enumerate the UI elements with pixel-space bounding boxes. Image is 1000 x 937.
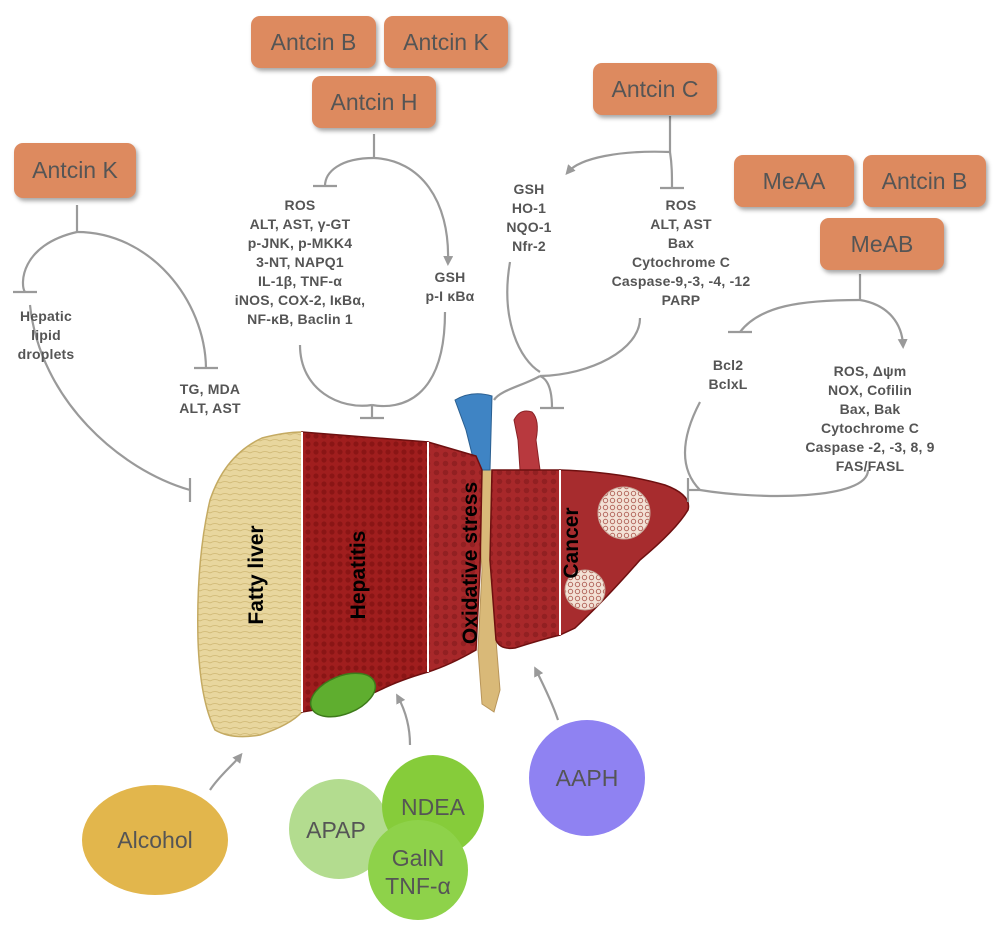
box-antcin-h: Antcin H — [312, 76, 436, 128]
apap-label: APAP — [306, 817, 366, 843]
inducers — [82, 720, 645, 920]
tumor-lower — [564, 569, 606, 611]
box-antcin-b-right: Antcin B — [863, 155, 986, 207]
lobe-label-oxidative: Oxidative stress — [459, 481, 482, 645]
label-oxidative-markers: ROS ALT, AST Bax Cytochrome C Caspase-9,… — [611, 197, 751, 308]
label-cancer-markers: ROS, Δψm NOX, Cofilin Bax, Bak Cytochrom… — [805, 363, 935, 474]
box-antcin-b-top: Antcin B — [251, 16, 376, 68]
aaph-circle — [529, 720, 645, 836]
box-meaa: MeAA — [734, 155, 854, 207]
right-lobe — [489, 469, 561, 650]
galn-circle — [368, 820, 468, 920]
lobe-label-hepatitis: Hepatitis — [347, 530, 370, 620]
lobe-label-fatty: Fatty liver — [245, 525, 268, 625]
alcohol-label: Alcohol — [117, 827, 193, 853]
oxidative-lobe — [427, 441, 483, 674]
label-hepatitis-markers: ROS ALT, AST, γ-GT p-JNK, p-MKK4 3-NT, N… — [234, 197, 366, 327]
aaph-label: AAPH — [555, 765, 619, 791]
connectors — [13, 116, 908, 791]
box-antcin-k-left: Antcin K — [14, 143, 136, 198]
fatty-liver-lobe — [197, 431, 303, 738]
apap-circle — [289, 779, 389, 879]
tumor-upper — [597, 486, 651, 540]
gallbladder — [309, 672, 377, 718]
red-vessel — [513, 410, 541, 471]
lobe-label-cancer: Cancer — [560, 507, 583, 579]
box-meab: MeAB — [820, 218, 944, 270]
ndea-label: NDEA — [401, 794, 465, 820]
box-antcin-c: Antcin C — [593, 63, 717, 115]
liver — [197, 393, 690, 738]
box-antcin-k-top: Antcin K — [384, 16, 508, 68]
alcohol-circle — [82, 785, 228, 895]
